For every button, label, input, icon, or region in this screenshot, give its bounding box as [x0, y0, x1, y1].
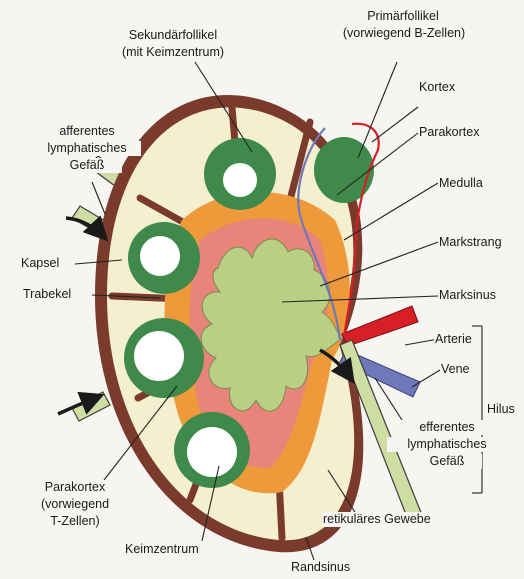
- label-parakortex-left-3: T-Zellen): [36, 514, 114, 529]
- label-hilus: Hilus: [486, 402, 516, 417]
- label-kortex: Kortex: [418, 80, 456, 95]
- label-arterie: Arterie: [434, 332, 473, 347]
- label-primaerfollikel: Primärfollikel: [350, 9, 456, 24]
- label-retikulaeres-gewebe: retikuläres Gewebe: [322, 512, 432, 527]
- label-efferentes-2: lymphatisches: [387, 437, 507, 452]
- label-sekundaerfollikel-sub: (mit Keimzentrum): [115, 45, 231, 60]
- label-parakortex-left-2: (vorwiegend: [30, 497, 120, 512]
- label-afferentes-1: afferentes: [40, 124, 134, 139]
- label-medulla: Medulla: [438, 176, 484, 191]
- label-keimzentrum: Keimzentrum: [124, 542, 200, 557]
- label-marksinus: Marksinus: [438, 288, 497, 303]
- label-efferentes-3: Gefäß: [412, 454, 482, 469]
- label-vene: Vene: [440, 362, 471, 377]
- label-trabekel: Trabekel: [22, 287, 72, 302]
- label-parakortex-left-1: Parakortex: [32, 480, 118, 495]
- label-randsinus: Randsinus: [290, 560, 351, 575]
- label-afferentes-2: lymphatisches: [33, 141, 141, 156]
- label-efferentes-1: efferentes: [396, 420, 498, 435]
- label-afferentes-3: Gefäß: [52, 158, 122, 173]
- label-sekundaerfollikel: Sekundärfollikel: [118, 28, 228, 43]
- label-primaerfollikel-sub: (vorwiegend B-Zellen): [335, 26, 473, 41]
- label-markstrang: Markstrang: [438, 235, 503, 250]
- label-parakortex-right: Parakortex: [418, 125, 480, 140]
- label-kapsel: Kapsel: [20, 256, 60, 271]
